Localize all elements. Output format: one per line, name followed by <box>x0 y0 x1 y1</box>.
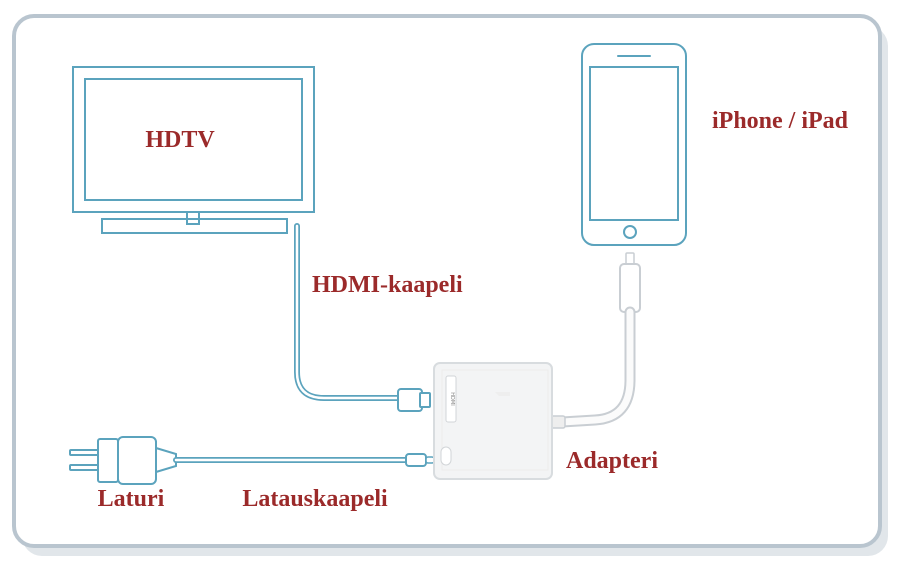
adapter-hdmi-port <box>445 375 457 423</box>
label-device: iPhone / iPad <box>712 108 849 134</box>
label-charger: Laturi <box>98 486 165 512</box>
label-charging-cable: Latauskaapeli <box>242 486 388 512</box>
tv-stand <box>101 218 288 234</box>
tv-icon <box>72 66 315 234</box>
tv-screen-inner <box>84 78 303 201</box>
usb-c-plug-icon <box>405 453 427 467</box>
label-adapter: Adapteri <box>566 448 658 474</box>
label-hdtv: HDTV <box>145 127 215 153</box>
adapter-port-label: HDMI <box>449 392 455 405</box>
adapter-icon: HDMI <box>433 362 553 480</box>
lightning-cable <box>548 252 641 429</box>
adapter-body <box>433 362 553 480</box>
charger-icon <box>69 436 177 485</box>
adapter-usb-c-port <box>440 446 452 466</box>
phone-icon <box>581 43 687 246</box>
hdmi-cable <box>294 223 431 412</box>
tv-neck <box>186 211 200 225</box>
label-hdmi-cable: HDMI-kaapeli <box>312 272 463 298</box>
charging-cable <box>173 453 435 467</box>
hdmi-plug-icon <box>397 388 431 412</box>
